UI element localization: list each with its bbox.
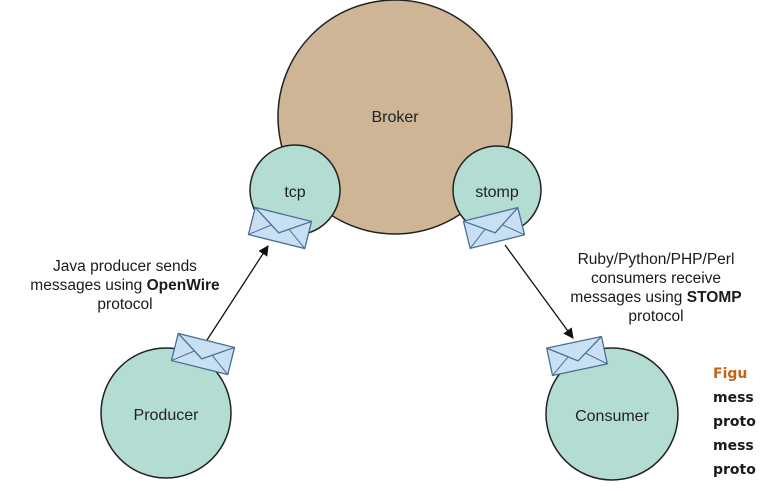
caption-heading: Figu <box>713 366 748 382</box>
producer-to-tcp-arrow <box>206 245 269 341</box>
envelope-icon <box>170 332 236 376</box>
stomp-label: stomp <box>475 184 519 201</box>
protocol-name-stomp: STOMP <box>686 289 742 306</box>
producer-note-text: messages using <box>30 277 147 294</box>
caption-line: mess <box>713 390 754 406</box>
producer-note-line: messages using OpenWire <box>5 276 245 295</box>
consumer-note-line: messages using STOMP <box>546 288 766 307</box>
consumer-note-line: Ruby/Python/PHP/Perl <box>577 251 735 268</box>
figure-caption: Figu mess proto mess proto <box>713 362 756 482</box>
consumer-circle <box>545 347 679 481</box>
producer-node: Producer <box>100 347 232 479</box>
producer-circle <box>100 347 232 479</box>
consumer-label: Consumer <box>575 408 649 425</box>
producer-note: Java producer sends messages using OpenW… <box>5 257 245 314</box>
caption-line: proto <box>713 414 756 430</box>
producer-note-line: Java producer sends <box>53 258 197 275</box>
caption-line: proto <box>713 462 756 478</box>
consumer-note-text: messages using <box>570 289 687 306</box>
producer-label: Producer <box>134 407 200 424</box>
consumer-node: Consumer <box>545 347 679 481</box>
envelope-icon <box>462 206 526 250</box>
caption-line: mess <box>713 438 754 454</box>
protocol-name-openwire: OpenWire <box>146 277 220 294</box>
envelope-icon <box>545 335 609 377</box>
broker-label: Broker <box>371 109 419 126</box>
consumer-note-line: consumers receive <box>590 270 722 287</box>
envelope-icon <box>247 206 313 250</box>
stomp-to-consumer-arrow <box>504 244 574 339</box>
consumer-note-line: protocol <box>628 308 684 325</box>
tcp-label: tcp <box>284 184 305 201</box>
consumer-note: Ruby/Python/PHP/Perl consumers receive m… <box>546 250 766 326</box>
producer-note-line: protocol <box>97 296 153 313</box>
